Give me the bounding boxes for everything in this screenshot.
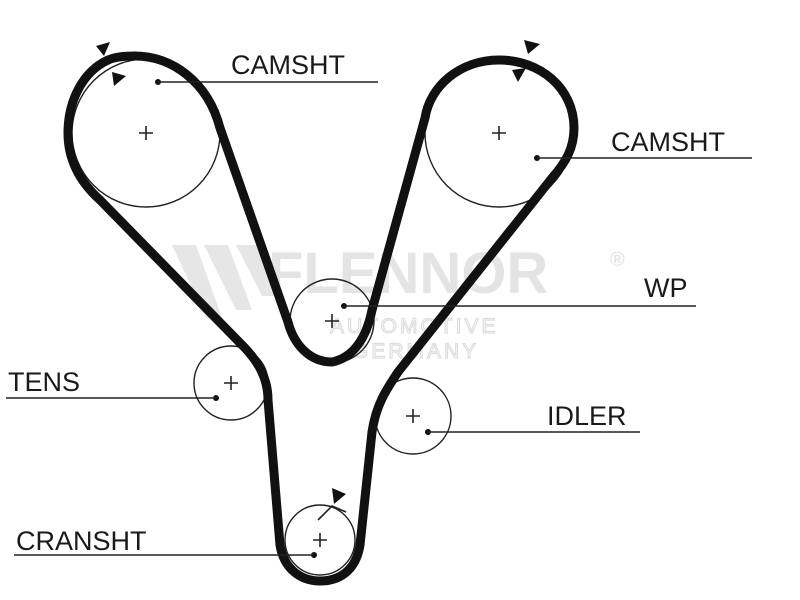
label-water-pump: WP bbox=[644, 273, 688, 303]
timing-belt bbox=[63, 51, 579, 586]
label-idler: IDLER bbox=[547, 401, 627, 431]
label-crankshaft: CRANSHT bbox=[16, 526, 147, 556]
leader-tensioner bbox=[6, 395, 219, 401]
label-camshaft-left: CAMSHT bbox=[231, 50, 345, 80]
timing-arrow-crank-icon bbox=[332, 488, 346, 504]
watermark-line-1: AUTOMOTIVE bbox=[330, 315, 498, 338]
leader-water-pump bbox=[341, 303, 696, 309]
watermark-brand: FLENNOR bbox=[268, 241, 548, 306]
label-tensioner: TENS bbox=[8, 367, 80, 397]
timing-arrow-right-bottom-icon bbox=[512, 68, 526, 82]
leader-camshaft-right bbox=[534, 155, 752, 161]
leader-camshaft-left bbox=[155, 79, 378, 85]
watermark-registered: ® bbox=[610, 249, 625, 271]
watermark-logo-icon bbox=[172, 245, 276, 318]
leader-idler bbox=[425, 429, 640, 435]
timing-arrow-left-top-icon bbox=[96, 42, 110, 56]
crank-keyway-mark bbox=[317, 505, 347, 521]
timing-arrow-right-top-icon bbox=[524, 40, 540, 54]
watermark: FLENNOR ® AUTOMOTIVE GERMANY bbox=[172, 241, 625, 364]
timing-arrow-left-bottom-icon bbox=[112, 72, 126, 86]
crankshaft-pulley bbox=[284, 504, 356, 576]
leader-crankshaft bbox=[14, 552, 317, 558]
label-camshaft-right: CAMSHT bbox=[611, 127, 725, 157]
pulley-center-marks bbox=[139, 126, 506, 547]
